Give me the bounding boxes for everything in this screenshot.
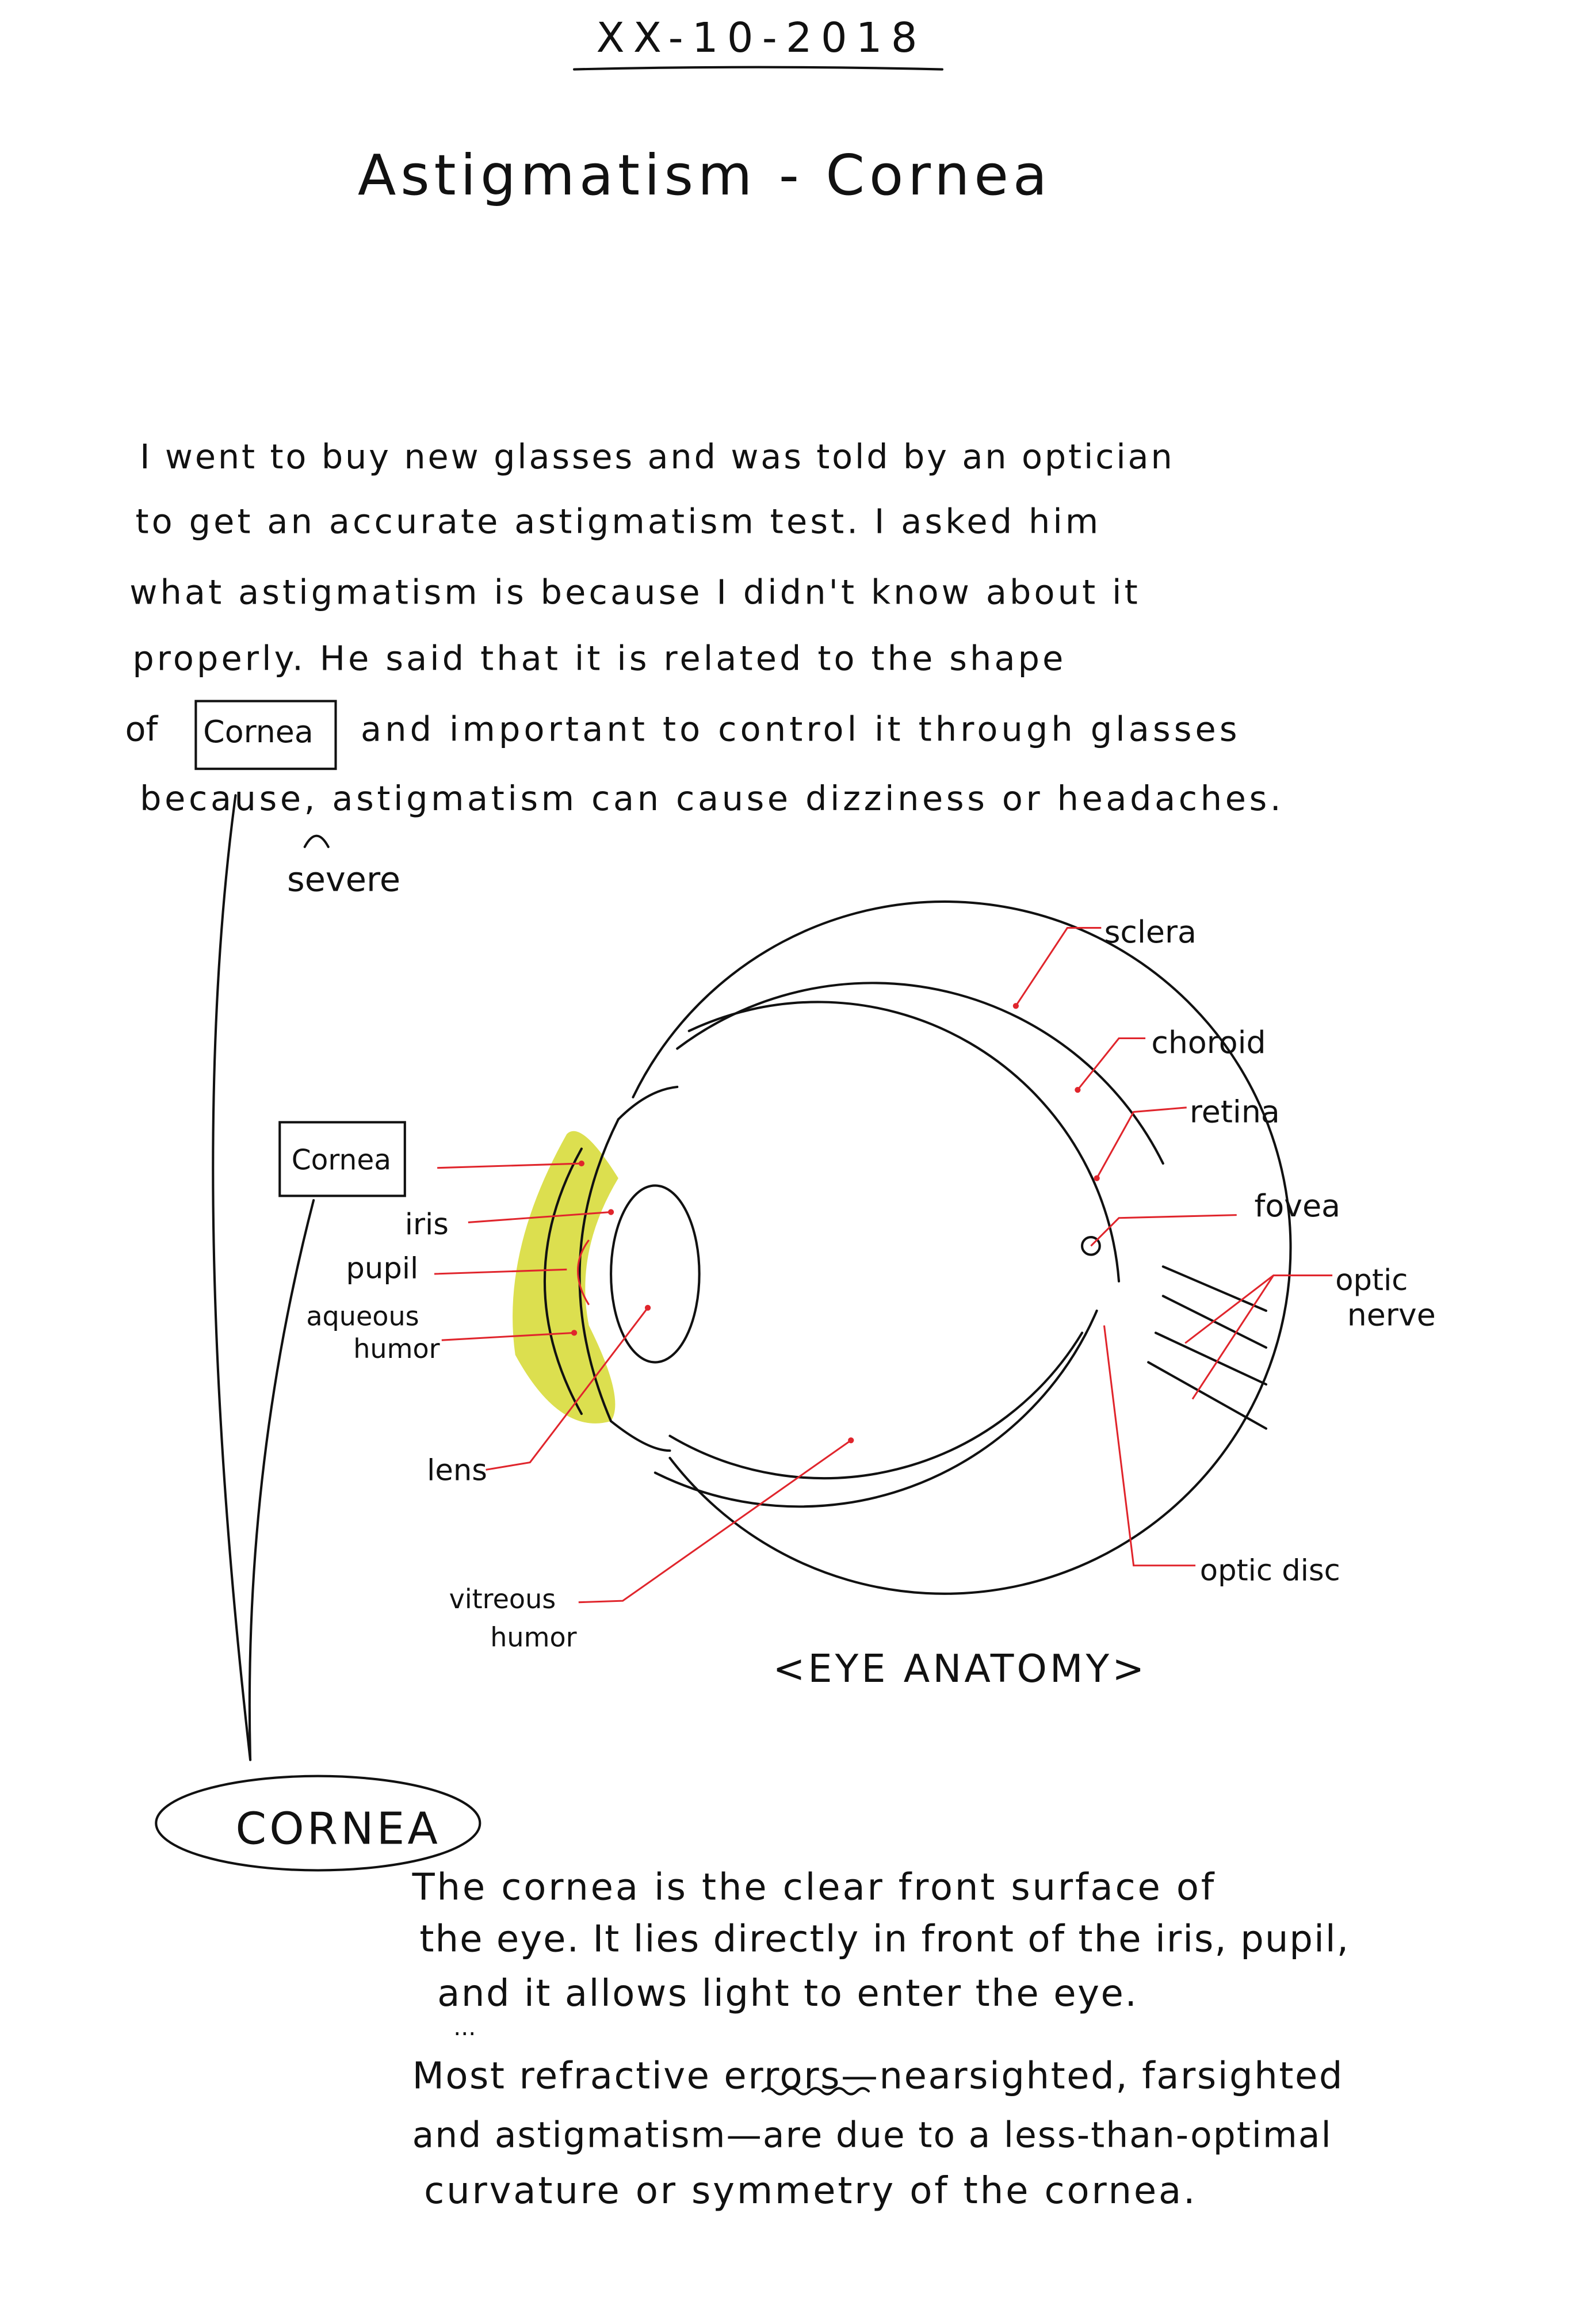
label-pupil: pupil (346, 1251, 418, 1286)
paragraph-line: what astigmatism is because I didn't kno… (129, 573, 1141, 612)
definition-line: curvature or symmetry of the cornea. (424, 2170, 1197, 2212)
label-vitreous-humor: humor (490, 1621, 576, 1653)
label-optic-disc: optic disc (1200, 1553, 1340, 1588)
definition-line: and it allows light to enter the eye. (437, 1972, 1138, 2015)
date: XX-10-2018 (596, 13, 926, 62)
label-sclera: sclera (1104, 914, 1197, 950)
cornea-heading-ellipse (155, 1775, 481, 1872)
definition-line: Most refractive errors—nearsighted, fars… (412, 2055, 1344, 2097)
label-iris: iris (405, 1207, 449, 1242)
definition-line: The cornea is the clear front surface of (412, 1867, 1217, 1909)
definition-line: the eye. It lies directly in front of th… (419, 1918, 1350, 1960)
definition-ellipsis: ... (453, 2013, 476, 2041)
paragraph-line: I went to buy new glasses and was told b… (140, 437, 1174, 476)
definition-heading: CORNEA (235, 1803, 441, 1854)
paragraph-line: to get an accurate astigmatism test. I a… (135, 502, 1101, 541)
label-leaders (434, 927, 1333, 1604)
label-optic-nerve: optic (1335, 1263, 1408, 1298)
cornea-boxed-word: Cornea (203, 713, 314, 750)
label-aqueous-humor: aqueous (306, 1301, 419, 1332)
connector-line (248, 1199, 315, 1761)
date-underline (573, 66, 943, 71)
definition-line: and astigmatism—are due to a less-than-o… (412, 2115, 1332, 2156)
label-vitreous-humor: vitreous (449, 1583, 556, 1615)
label-aqueous-humor: humor (353, 1333, 439, 1364)
insertion-word: severe (287, 860, 400, 899)
label-fovea: fovea (1254, 1188, 1340, 1224)
paragraph-line: properly. He said that it is related to … (132, 639, 1066, 678)
insertion-caret (303, 834, 330, 848)
errors-underline (761, 2087, 870, 2096)
eye-diagram (513, 900, 1292, 1595)
cornea-word-box (194, 700, 337, 770)
label-lens: lens (427, 1453, 487, 1487)
cornea-label-box (278, 1121, 406, 1197)
paragraph-line-suffix: and important to control it through glas… (361, 709, 1241, 749)
paragraph-line: because, astigmatism can cause dizziness… (140, 779, 1284, 818)
connector-line (212, 794, 252, 1761)
page-title: Astigmatism - Cornea (358, 143, 1052, 208)
label-optic-nerve: nerve (1347, 1297, 1436, 1333)
label-choroid: choroid (1151, 1024, 1266, 1060)
paragraph-line-prefix: of (125, 709, 159, 749)
label-retina: retina (1190, 1093, 1280, 1129)
label-cornea: Cornea (292, 1144, 391, 1176)
diagram-caption: <EYE ANATOMY> (773, 1646, 1148, 1691)
